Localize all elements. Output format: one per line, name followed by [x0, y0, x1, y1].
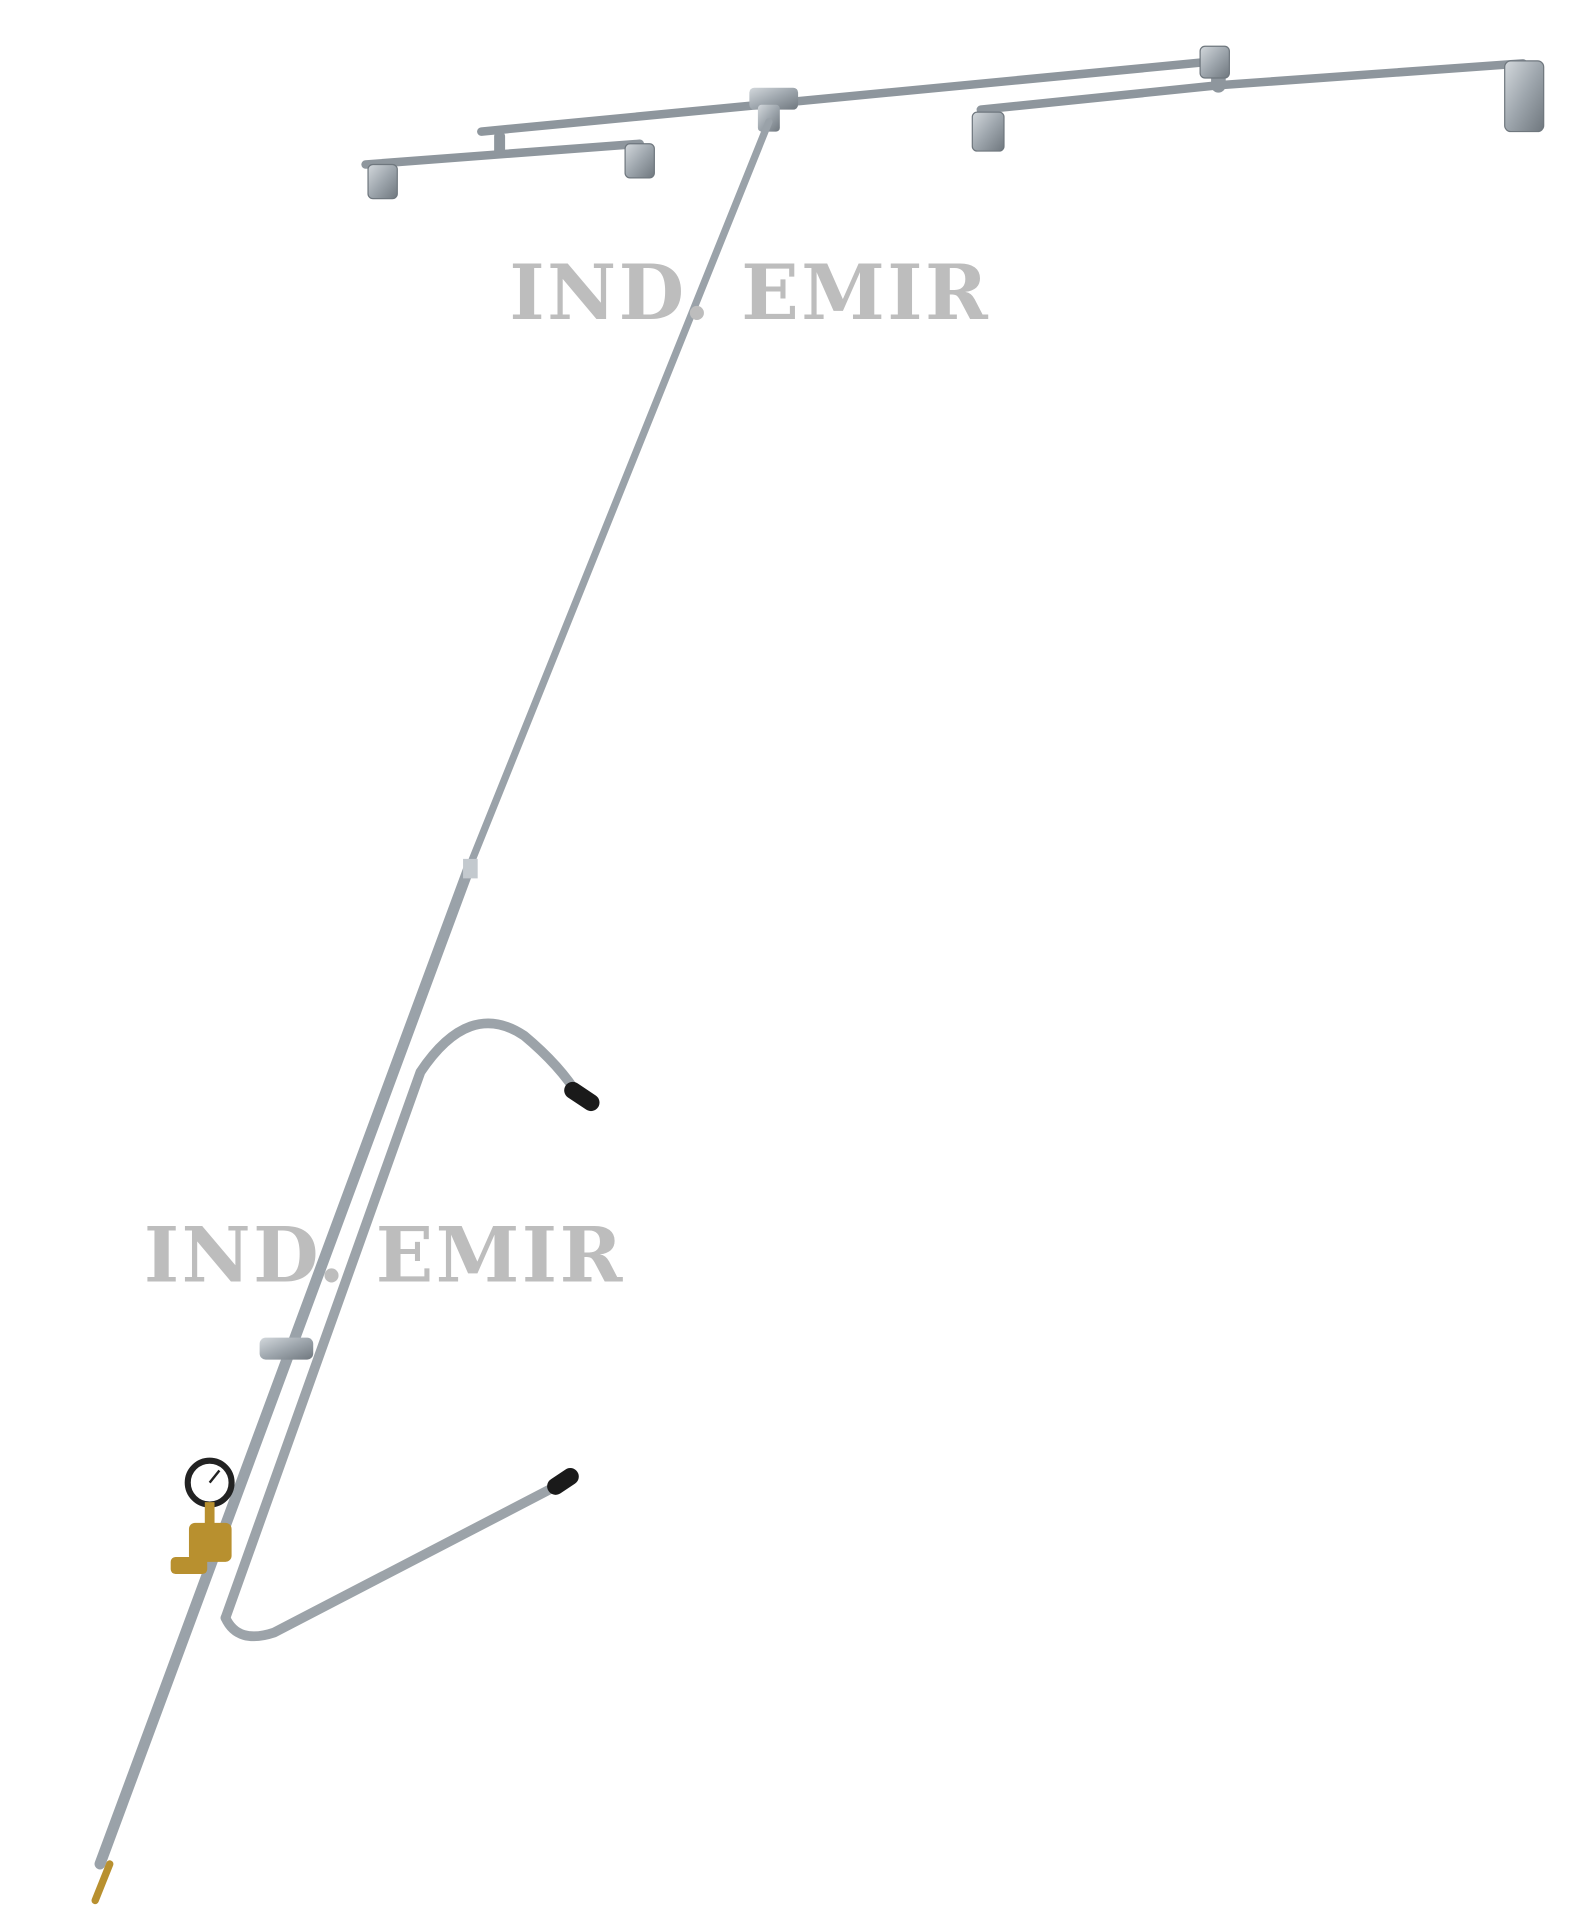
tee-fitting [749, 87, 799, 132]
rubber-tip [564, 1081, 600, 1112]
nozzle [624, 143, 655, 179]
top-boom [361, 53, 1528, 169]
pressure-gauge [184, 1457, 235, 1525]
lance-tip [91, 1860, 114, 1905]
nozzles [367, 45, 1545, 200]
nozzle [1504, 60, 1545, 133]
rubber-tip [547, 1468, 579, 1495]
elbow-fitting [1199, 45, 1230, 79]
watermark: IND. EMIR [509, 248, 990, 337]
handle-tube [220, 1018, 600, 1642]
brass-valve [170, 1522, 232, 1575]
watermark: IND. EMIR [144, 1211, 625, 1300]
nozzle [367, 163, 398, 200]
mast [91, 118, 773, 1905]
clamp [259, 1337, 314, 1360]
nozzle [971, 111, 1005, 152]
